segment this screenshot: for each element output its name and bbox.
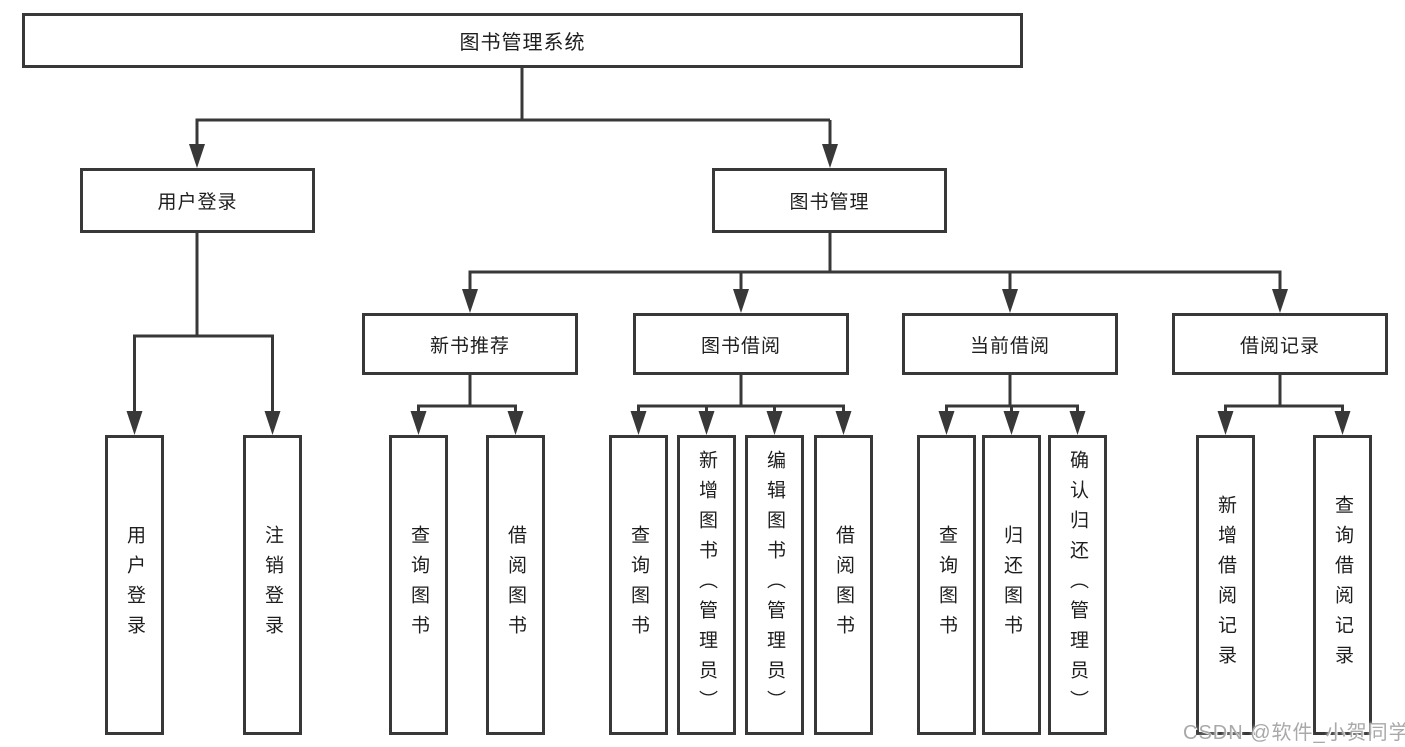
node-book-management: 图书管理 <box>712 168 947 233</box>
node-borrowing-records: 借阅记录 <box>1172 313 1388 375</box>
leaf-add-books-admin: 新增图书（管理员） <box>677 435 736 735</box>
leaf-confirm-return-admin: 确认归还（管理员） <box>1048 435 1107 735</box>
node-book-borrowing: 图书借阅 <box>633 313 849 375</box>
node-user-login: 用户登录 <box>80 168 315 233</box>
leaf-query-books-current: 查询图书 <box>917 435 976 735</box>
leaf-user-login: 用户登录 <box>105 435 164 735</box>
csdn-watermark: CSDN @软件_小贺同学 <box>1183 722 1405 744</box>
node-new-book-recommendation: 新书推荐 <box>362 313 578 375</box>
leaf-add-borrow-record: 新增借阅记录 <box>1196 435 1255 735</box>
leaf-query-books-borrowing: 查询图书 <box>609 435 668 735</box>
leaf-query-borrow-record: 查询借阅记录 <box>1313 435 1372 735</box>
node-current-borrowing: 当前借阅 <box>902 313 1118 375</box>
leaf-borrow-books-borrowing: 借阅图书 <box>814 435 873 735</box>
arrowhead-icons <box>126 144 1351 435</box>
leaf-edit-books-admin: 编辑图书（管理员） <box>745 435 804 735</box>
leaf-return-books: 归还图书 <box>982 435 1041 735</box>
leaf-logout-login: 注销登录 <box>243 435 302 735</box>
leaf-borrow-books-recommend: 借阅图书 <box>486 435 545 735</box>
node-library-system: 图书管理系统 <box>22 13 1023 68</box>
leaf-query-books-recommend: 查询图书 <box>389 435 448 735</box>
